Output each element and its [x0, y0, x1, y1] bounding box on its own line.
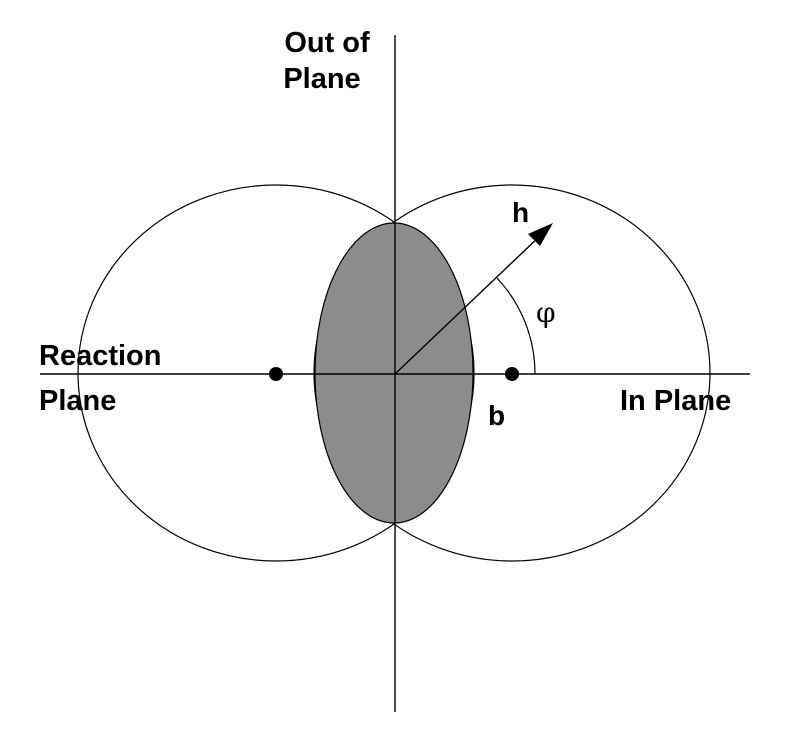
hadron-direction-label: h	[512, 197, 529, 228]
out-of-plane-label-line2: Plane	[283, 63, 360, 95]
right-nucleus-circle	[313, 184, 711, 562]
hadron-direction-arrow	[394, 233, 543, 375]
left-nucleus-circle	[77, 184, 475, 562]
reaction-plane-label-line1: Reaction	[39, 340, 161, 372]
overlap-region	[314, 222, 474, 524]
hadron-arrowhead	[528, 223, 553, 246]
in-plane-label: In Plane	[620, 385, 731, 417]
impact-parameter-label: b	[488, 400, 505, 431]
right-nucleus-center-dot	[505, 367, 519, 381]
azimuthal-angle-arc	[495, 276, 536, 375]
left-nucleus-center-dot	[269, 367, 283, 381]
reaction-plane-label-line2: Plane	[39, 385, 116, 417]
out-of-plane-label-line1: Out of	[284, 27, 370, 59]
azimuthal-angle-label: φ	[536, 296, 556, 329]
